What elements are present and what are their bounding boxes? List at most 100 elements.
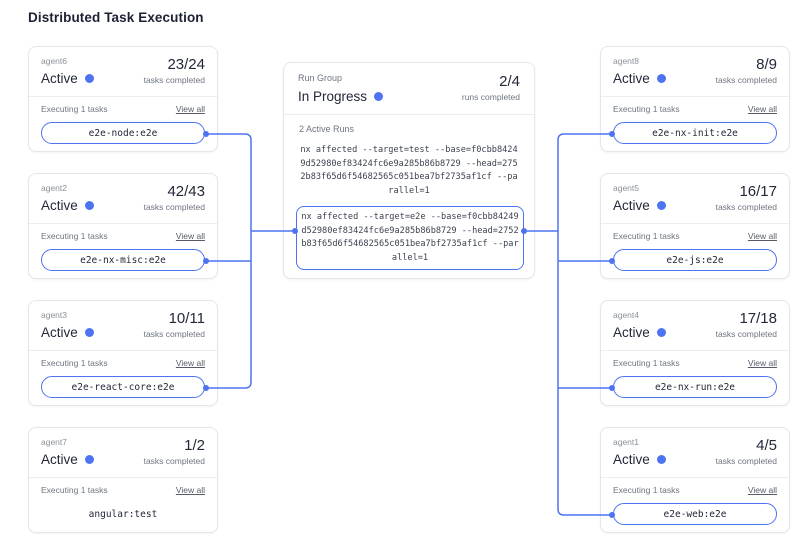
tasks-count: 8/9	[756, 56, 777, 73]
agent-status: Active	[613, 451, 666, 468]
tasks-count-caption: tasks completed	[143, 329, 205, 339]
agent-status-label: Active	[41, 198, 78, 213]
status-dot-icon	[84, 455, 94, 464]
executing-label: Executing 1 tasks	[613, 485, 680, 495]
agent-status-label: Active	[613, 325, 650, 340]
tasks-count: 42/43	[167, 183, 205, 200]
executing-label: Executing 1 tasks	[41, 485, 108, 495]
agent-name: agent5	[613, 183, 639, 193]
run-command-highlighted[interactable]: nx affected --target=e2e --base=f0cbb842…	[296, 206, 524, 270]
status-dot-icon	[656, 328, 666, 337]
tasks-count: 16/17	[739, 183, 777, 200]
agent-status: Active	[41, 324, 94, 341]
agent-card-header: agent1 Active 4/5 tasks completed	[601, 428, 789, 477]
agent-status-label: Active	[41, 325, 78, 340]
agent-name: agent2	[41, 183, 67, 193]
view-all-link[interactable]: View all	[747, 104, 777, 114]
view-all-link[interactable]: View all	[175, 231, 205, 241]
agent-card-footer: Executing 1 tasks View all e2e-nx-misc:e…	[29, 223, 217, 278]
agent-status: Active	[613, 70, 666, 87]
view-all-link[interactable]: View all	[175, 485, 205, 495]
runs-count: 2/4	[499, 73, 520, 90]
agent-card-header: agent2 Active 42/43 tasks completed	[29, 174, 217, 223]
status-dot-icon	[84, 328, 94, 337]
agent-card-footer: Executing 1 tasks View all e2e-node:e2e	[29, 96, 217, 151]
run-group-status-label: In Progress	[298, 89, 368, 104]
tasks-count-caption: tasks completed	[715, 456, 777, 466]
tasks-count: 17/18	[739, 310, 777, 327]
task-pill[interactable]: e2e-js:e2e	[613, 249, 777, 271]
agent-status-label: Active	[613, 452, 650, 467]
view-all-link[interactable]: View all	[175, 104, 205, 114]
agent-card-header: agent6 Active 23/24 tasks completed	[29, 47, 217, 96]
view-all-link[interactable]: View all	[747, 485, 777, 495]
agent-card-header: agent5 Active 16/17 tasks completed	[601, 174, 789, 223]
agent-card-footer: Executing 1 tasks View all angular:test	[29, 477, 217, 532]
task-pill[interactable]: e2e-web:e2e	[613, 503, 777, 525]
view-all-link[interactable]: View all	[175, 358, 205, 368]
agent-card-agent1: agent1 Active 4/5 tasks completed Execut…	[600, 427, 790, 533]
status-dot-icon	[374, 92, 384, 101]
run-group-body: 2 Active Runs nx affected --target=test …	[284, 114, 534, 278]
status-dot-icon	[656, 201, 666, 210]
agent-name: agent1	[613, 437, 639, 447]
run-group-header: Run Group In Progress 2/4 runs completed	[284, 63, 534, 114]
agent-card-footer: Executing 1 tasks View all e2e-nx-run:e2…	[601, 350, 789, 405]
agent-status: Active	[613, 324, 666, 341]
status-dot-icon	[656, 455, 666, 464]
view-all-link[interactable]: View all	[747, 231, 777, 241]
agent-card-agent8: agent8 Active 8/9 tasks completed Execut…	[600, 46, 790, 152]
agent-status-label: Active	[41, 452, 78, 467]
run-group-card: Run Group In Progress 2/4 runs completed…	[283, 62, 535, 279]
agent-card-agent4: agent4 Active 17/18 tasks completed Exec…	[600, 300, 790, 406]
agent-status-label: Active	[613, 71, 650, 86]
status-dot-icon	[84, 201, 94, 210]
agent-status-label: Active	[41, 71, 78, 86]
view-all-link[interactable]: View all	[747, 358, 777, 368]
executing-label: Executing 1 tasks	[41, 104, 108, 114]
executing-label: Executing 1 tasks	[613, 231, 680, 241]
task-pill[interactable]: e2e-nx-init:e2e	[613, 122, 777, 144]
agent-status: Active	[41, 197, 94, 214]
tasks-count-caption: tasks completed	[715, 75, 777, 85]
agent-card-agent3: agent3 Active 10/11 tasks completed Exec…	[28, 300, 218, 406]
agent-status: Active	[41, 451, 94, 468]
executing-label: Executing 1 tasks	[41, 231, 108, 241]
task-pill[interactable]: angular:test	[41, 503, 205, 525]
agent-card-agent2: agent2 Active 42/43 tasks completed Exec…	[28, 173, 218, 279]
agent-card-header: agent8 Active 8/9 tasks completed	[601, 47, 789, 96]
agent-status-label: Active	[613, 198, 650, 213]
agent-card-agent6: agent6 Active 23/24 tasks completed Exec…	[28, 46, 218, 152]
tasks-count-caption: tasks completed	[143, 202, 205, 212]
agent-name: agent3	[41, 310, 67, 320]
task-pill[interactable]: e2e-node:e2e	[41, 122, 205, 144]
run-command: nx affected --target=test --base=f0cbb84…	[300, 145, 518, 196]
status-dot-icon	[84, 74, 94, 83]
tasks-count-caption: tasks completed	[715, 329, 777, 339]
agent-status: Active	[41, 70, 94, 87]
executing-label: Executing 1 tasks	[41, 358, 108, 368]
tasks-count: 4/5	[756, 437, 777, 454]
active-runs-label: 2 Active Runs	[299, 124, 355, 134]
agent-name: agent6	[41, 56, 67, 66]
task-pill[interactable]: e2e-nx-run:e2e	[613, 376, 777, 398]
agent-card-header: agent3 Active 10/11 tasks completed	[29, 301, 217, 350]
tasks-count: 1/2	[184, 437, 205, 454]
tasks-count: 23/24	[167, 56, 205, 73]
agent-name: agent7	[41, 437, 67, 447]
executing-label: Executing 1 tasks	[613, 358, 680, 368]
tasks-count-caption: tasks completed	[143, 75, 205, 85]
tasks-count-caption: tasks completed	[715, 202, 777, 212]
task-pill[interactable]: e2e-react-core:e2e	[41, 376, 205, 398]
tasks-count: 10/11	[168, 310, 205, 327]
agent-card-footer: Executing 1 tasks View all e2e-js:e2e	[601, 223, 789, 278]
agent-card-footer: Executing 1 tasks View all e2e-nx-init:e…	[601, 96, 789, 151]
agent-card-header: agent7 Active 1/2 tasks completed	[29, 428, 217, 477]
executing-label: Executing 1 tasks	[613, 104, 680, 114]
agent-card-footer: Executing 1 tasks View all e2e-web:e2e	[601, 477, 789, 532]
agent-card-agent5: agent5 Active 16/17 tasks completed Exec…	[600, 173, 790, 279]
runs-count-caption: runs completed	[461, 92, 520, 102]
task-pill[interactable]: e2e-nx-misc:e2e	[41, 249, 205, 271]
run-group-label: Run Group	[298, 73, 343, 83]
